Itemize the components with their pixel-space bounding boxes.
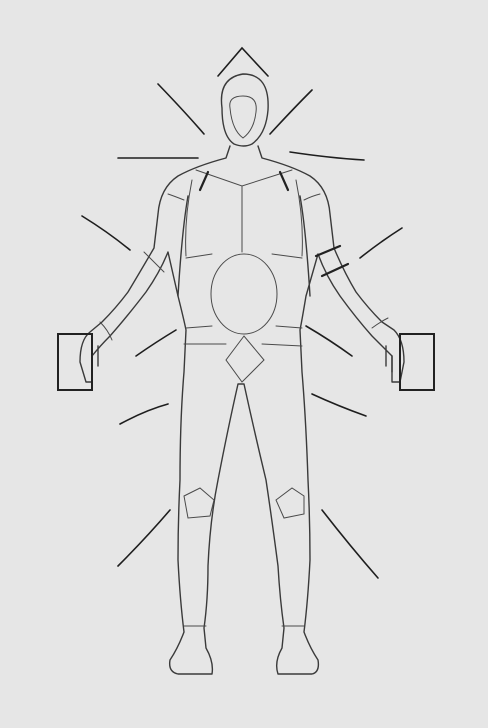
- left-knee: [183, 487, 215, 519]
- rib-line: [185, 253, 303, 259]
- right-inner-arm: [299, 195, 311, 297]
- abdomen-oval: [210, 253, 278, 335]
- right-hand-box: [399, 333, 435, 391]
- right-wrist-seam: [371, 317, 389, 329]
- ray-knee-right: [321, 509, 379, 579]
- collar-seam: [195, 169, 293, 187]
- right-shoulder-strap: [278, 170, 290, 192]
- left-elbow-seam: [143, 251, 165, 273]
- left-pec-seam: [185, 179, 193, 257]
- emanation-rays: [81, 46, 403, 579]
- ray-top: [217, 46, 269, 77]
- ray-upper-left: [157, 83, 205, 135]
- ray-waist-right: [305, 325, 353, 357]
- armband-lower: [320, 262, 350, 278]
- ray-arm-left: [81, 215, 131, 251]
- right-shoulder-seam: [303, 193, 321, 201]
- left-inner-arm: [177, 195, 189, 297]
- ray-shoulder-right: [289, 151, 365, 161]
- ray-arm-right: [359, 227, 403, 259]
- face-outline: [229, 95, 257, 139]
- ray-waist-left: [135, 329, 177, 357]
- waist-line: [185, 325, 303, 329]
- right-hand-fingers: [385, 345, 393, 373]
- right-pec-seam: [295, 179, 303, 257]
- ray-hip-left: [119, 403, 169, 425]
- pelvis-diamond: [225, 335, 265, 383]
- left-hand-box: [57, 333, 93, 391]
- right-knee: [275, 487, 305, 519]
- left-shoulder-strap: [198, 170, 210, 192]
- ray-upper-right: [269, 89, 313, 135]
- armband-upper: [314, 244, 342, 258]
- left-shoulder-seam: [167, 193, 185, 201]
- ray-hip-right: [311, 393, 367, 417]
- hip-line-right: [261, 343, 303, 347]
- head-outline: [220, 73, 269, 147]
- ray-knee-left: [117, 509, 171, 567]
- left-wrist-seam: [99, 321, 113, 341]
